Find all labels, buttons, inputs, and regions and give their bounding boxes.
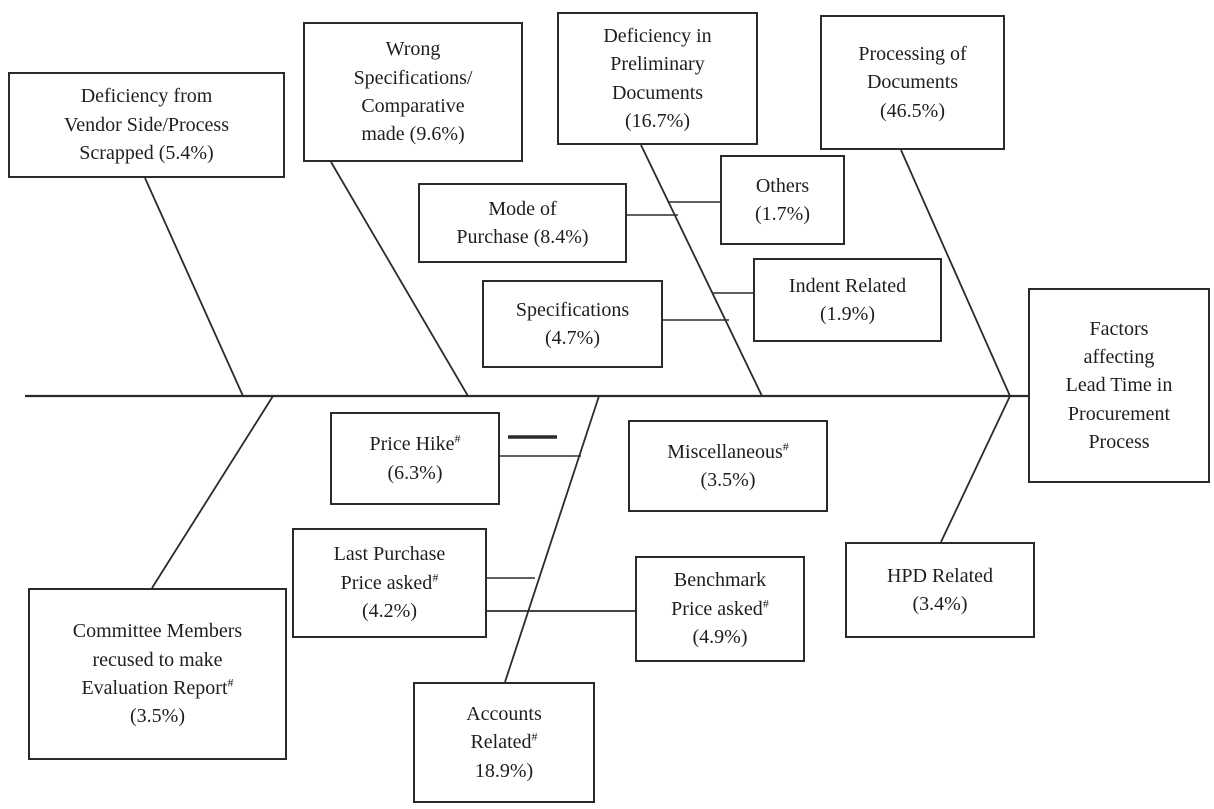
bone-accounts (504, 395, 600, 683)
box-line: (4.7%) (545, 327, 600, 349)
hash-mark: # (762, 596, 769, 611)
box-line: recused to make (92, 648, 223, 671)
bone-processing (900, 149, 1011, 397)
cause-box-others: Others (1.7%) (720, 155, 845, 245)
box-line: Specifications/ (353, 66, 473, 89)
cause-box-price-hike: Price Hike# (6.3%) (330, 412, 500, 505)
box-line: Price asked# (671, 596, 769, 620)
cause-box-wrong-specifications: Wrong Specifications/ Comparative made (… (303, 22, 523, 162)
bone-wrong-specs (330, 161, 469, 397)
box-line: (3.4%) (912, 593, 968, 615)
hash-mark: # (782, 438, 789, 453)
box-line: (3.5%) (130, 705, 185, 728)
box-line: Indent Related (788, 274, 907, 297)
cause-box-benchmark-price: Benchmark Price asked# (4.9%) (635, 556, 805, 662)
box-line: Comparative (361, 95, 465, 117)
box-line: HPD Related (886, 564, 994, 587)
box-line: (6.3%) (387, 461, 443, 484)
box-line: Documents (866, 71, 959, 94)
box-line: Specifications (515, 298, 630, 321)
box-line: Procurement (1067, 402, 1171, 425)
box-line: Vendor Side/Process (64, 113, 229, 136)
box-line: (16.7%) (625, 109, 690, 132)
box-line: 18.9%) (474, 759, 534, 782)
box-line: Mode of (488, 197, 557, 220)
box-line: Accounts (466, 702, 542, 725)
box-line: Preliminary (610, 53, 705, 76)
cause-box-vendor-deficiency: Deficiency from Vendor Side/Process Scra… (8, 72, 285, 178)
cause-box-hpd-related: HPD Related (3.4%) (845, 542, 1035, 638)
box-line: Lead Time in (1065, 374, 1173, 397)
box-line: Others (755, 174, 810, 197)
hash-mark: # (432, 570, 439, 585)
bone-prelim-docs (640, 144, 763, 397)
cause-box-specifications: Specifications (4.7%) (482, 280, 663, 368)
hash-mark: # (227, 675, 234, 690)
cause-box-miscellaneous: Miscellaneous# (3.5%) (628, 420, 828, 512)
box-line: Evaluation Report# (81, 675, 234, 699)
box-line: Miscellaneous# (667, 438, 789, 463)
box-line: (3.5%) (700, 469, 756, 491)
box-line: (4.9%) (692, 626, 748, 649)
box-line: (1.7%) (755, 203, 810, 225)
cause-box-last-purchase-price: Last Purchase Price asked# (4.2%) (292, 528, 487, 638)
box-line: Price asked# (340, 570, 439, 594)
cause-box-accounts-related: Accounts Related# 18.9%) (413, 682, 595, 803)
box-line: Scrapped (5.4%) (79, 142, 214, 165)
box-line: affecting (1083, 345, 1155, 368)
box-line: Committee Members (72, 620, 243, 643)
box-line: Related# (470, 729, 538, 754)
box-line: Benchmark (673, 569, 767, 592)
hash-mark: # (531, 729, 538, 744)
box-line: (4.2%) (362, 600, 417, 623)
cause-box-preliminary-documents: Deficiency in Preliminary Documents (16.… (557, 12, 758, 145)
box-line: (1.9%) (820, 303, 875, 325)
cause-box-indent-related: Indent Related (1.9%) (753, 258, 942, 342)
bone-vendor (144, 177, 244, 397)
box-line: Deficiency from (80, 85, 213, 108)
hash-mark: # (454, 431, 461, 446)
box-line: Process (1088, 431, 1150, 454)
box-line: Factors (1089, 317, 1149, 340)
cause-box-processing-of-documents: Processing of Documents (46.5%) (820, 15, 1005, 150)
cause-box-committee-members: Committee Members recused to make Evalua… (28, 588, 287, 760)
bone-hpd (940, 395, 1011, 543)
cause-box-mode-of-purchase: Mode of Purchase (8.4%) (418, 183, 627, 263)
bone-committee (151, 395, 274, 589)
box-line: Wrong (385, 38, 441, 61)
box-line: (46.5%) (880, 99, 945, 122)
box-line: Purchase (8.4%) (456, 226, 589, 248)
box-line: Documents (611, 81, 704, 104)
box-line: Price Hike# (369, 431, 461, 456)
effect-box-factors-affecting-lead-time: Factors affecting Lead Time in Procureme… (1028, 288, 1210, 483)
box-line: Processing of (858, 42, 967, 65)
box-line: Last Purchase (333, 543, 446, 566)
box-line: Deficiency in (603, 24, 712, 47)
box-line: made (9.6%) (361, 123, 465, 146)
